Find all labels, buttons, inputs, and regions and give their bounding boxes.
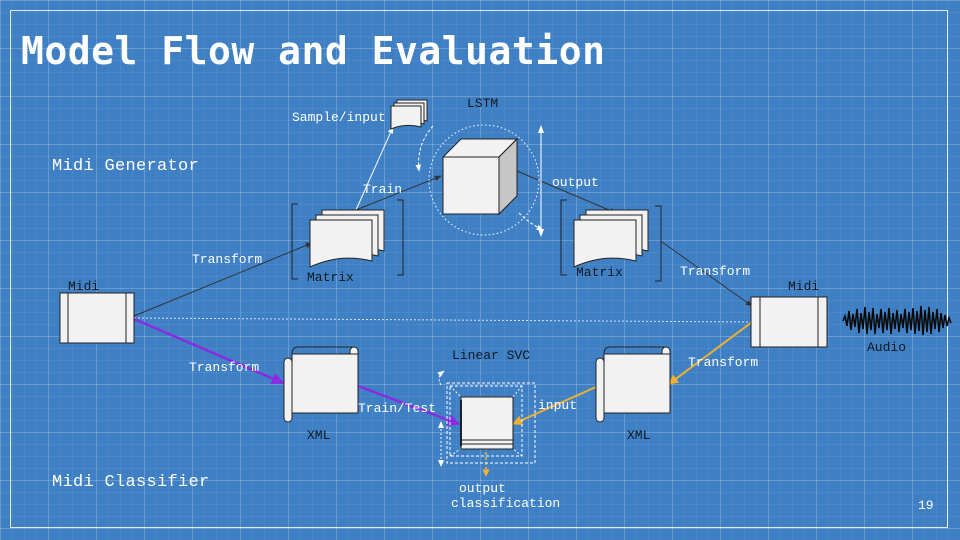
edge-xml-to-svc-orange [512, 386, 597, 425]
section-midi-classifier: Midi Classifier [52, 473, 210, 492]
slide-frame [10, 10, 948, 528]
xml-right-label: XML [627, 428, 651, 443]
edge-lstm-to-matrix [516, 170, 617, 214]
xml-left-scroll-icon [283, 346, 359, 423]
sample-docs-icon [390, 99, 428, 130]
xml-left-label: XML [307, 428, 331, 443]
edge-midi-to-matrix [133, 242, 313, 317]
edge-xml-to-svc-purple [357, 384, 461, 426]
edge-matrix-to-midi [661, 241, 753, 307]
classification-label: classification [451, 496, 561, 511]
edge-label-input: input [538, 398, 578, 413]
edge-label-train: Train [363, 182, 403, 197]
dotted-link [133, 317, 753, 323]
lstm-cube-icon [415, 124, 544, 237]
slide-title: Model Flow and Evaluation [21, 29, 606, 73]
edge-label-transform-bottom-left: Transform [189, 360, 260, 375]
section-midi-generator: Midi Generator [52, 157, 200, 176]
edge-midi-to-xml-purple [133, 317, 285, 385]
linear-svc-icon [437, 370, 536, 467]
edge-label-train-test: Train/Test [358, 401, 437, 416]
xml-right-scroll-icon [595, 346, 671, 423]
sample-input-label: Sample/input [292, 110, 386, 125]
linear-svc-label: Linear SVC [452, 348, 531, 363]
midi-right-box [750, 296, 828, 348]
matrix-left-stack-icon [291, 199, 404, 280]
edge-label-transform-top-left: Transform [192, 252, 263, 267]
edge-matrix-to-lstm [355, 175, 442, 211]
midi-left-box [59, 292, 135, 344]
edge-label-transform-bottom-right: Transform [688, 355, 759, 370]
edge-label-output: output [552, 175, 599, 190]
matrix-right-label: Matrix [576, 265, 623, 280]
edge-midi-to-xml-orange [668, 321, 753, 385]
edge-label-transform-top-right: Transform [680, 264, 751, 279]
midi-right-label: Midi [788, 279, 820, 294]
audio-waveform-icon [842, 305, 952, 336]
audio-label: Audio [867, 340, 907, 355]
output-label: output [459, 481, 506, 496]
midi-left-label: Midi [68, 279, 100, 294]
matrix-left-label: Matrix [307, 270, 354, 285]
matrix-right-stack-icon [560, 199, 662, 282]
page-number: 19 [918, 498, 934, 513]
edge-matrix-to-sample [355, 126, 394, 211]
lstm-label: LSTM [467, 96, 499, 111]
